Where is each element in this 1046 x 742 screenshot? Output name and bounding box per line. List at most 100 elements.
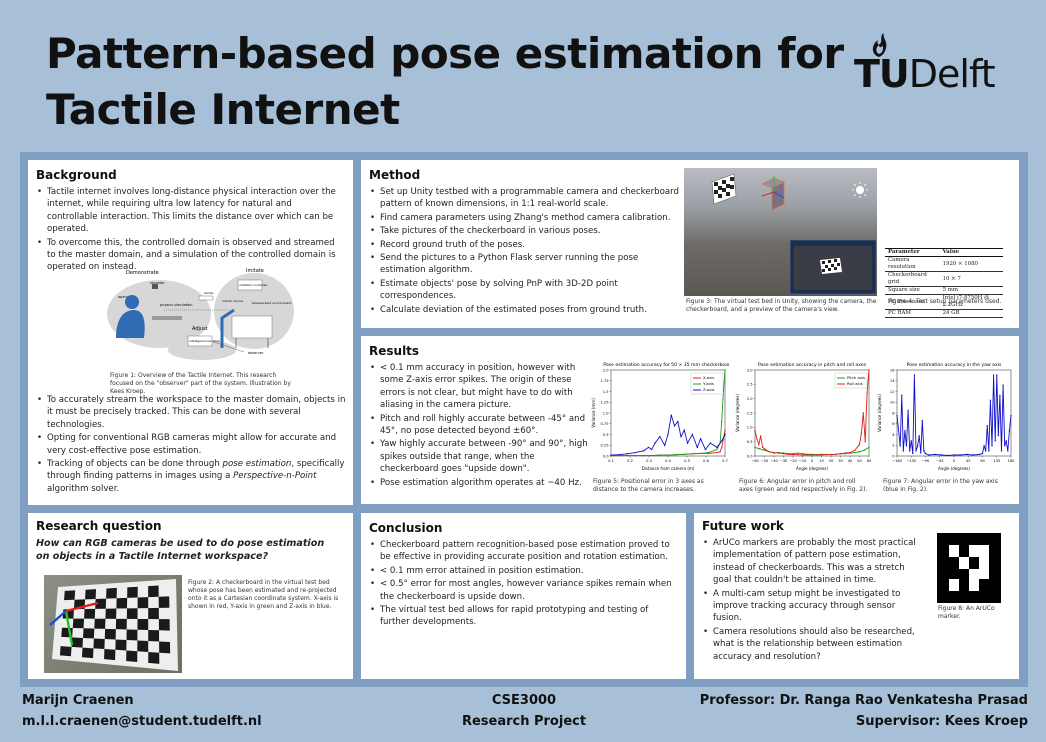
data-point [994, 440, 996, 442]
checker-square [104, 649, 116, 661]
data-point [1007, 450, 1009, 452]
table-header: Parameter [885, 248, 940, 257]
chart-title: Pose estimation accuracy for 50 × 35 mm … [603, 362, 729, 368]
y-tick-label: 0.0 [603, 454, 609, 458]
data-point [908, 450, 911, 452]
data-point [797, 452, 799, 454]
data-point [972, 454, 974, 456]
list-item: < 0.5° error for most angles, however va… [369, 578, 679, 603]
legend-label: Pitch axis [847, 375, 865, 380]
x-tick-label: 0.1 [608, 459, 614, 463]
data-point [683, 429, 685, 431]
background-bullets-top: Tactile internet involves long-distance … [36, 186, 345, 274]
list-item: Opting for conventional RGB cameras migh… [36, 432, 346, 457]
data-point [724, 369, 726, 371]
data-point [721, 440, 723, 442]
aruco-marker-image [937, 533, 1001, 603]
data-point [634, 454, 637, 457]
y-tick-label: 1.5 [603, 390, 609, 394]
y-tick-label: 14 [890, 379, 895, 383]
data-point [811, 454, 813, 456]
data-point [704, 448, 707, 451]
data-point [913, 374, 916, 376]
conclusion-heading: Conclusion [369, 521, 443, 535]
list-item: Estimate objects' pose by solving PnP wi… [369, 278, 679, 303]
data-point [864, 440, 866, 443]
data-point [1000, 450, 1003, 452]
x-tick-label: 10 [819, 459, 824, 463]
data-point [959, 454, 962, 456]
checker-square [148, 651, 160, 664]
x-tick-label: −180 [892, 459, 903, 463]
checker-square [94, 618, 106, 629]
data-point [719, 451, 721, 453]
data-point [634, 451, 637, 454]
list-item: The virtual test bed allows for rapid pr… [369, 604, 679, 629]
data-point [721, 446, 723, 449]
figure6-caption: Figure 6: Angular error in pitch and rol… [739, 478, 868, 493]
x-tick-label: 50 [857, 459, 862, 463]
checker-square [159, 641, 171, 654]
checkerboard-image [44, 575, 182, 673]
data-point [1008, 430, 1011, 432]
checker-square [115, 618, 127, 630]
data-point [916, 445, 919, 447]
data-point [921, 419, 924, 422]
checker-square [126, 650, 138, 662]
checker-square [148, 585, 159, 598]
y-tick-label: 12 [890, 390, 895, 394]
x-tick-label: −90 [922, 459, 930, 463]
y-tick-label: 0.25 [600, 444, 608, 448]
data-point [691, 433, 694, 436]
y-tick-label: 2.0 [747, 397, 753, 401]
checker-square [148, 607, 159, 620]
x-tick-label: −40 [770, 459, 778, 463]
checker-square [64, 590, 76, 601]
background-bullets-bottom: To accurately stream the workspace to th… [36, 394, 346, 496]
checker-square [106, 587, 117, 599]
figure2-caption: Figure 2: A checkerboard in the virtual … [188, 579, 339, 610]
data-point [647, 446, 650, 449]
data-point [996, 374, 998, 376]
data-point [758, 443, 760, 446]
x-tick-label: 60 [867, 459, 872, 463]
data-point [724, 429, 726, 431]
data-point [716, 451, 718, 454]
method-panel: Method Set up Unity testbed with a progr… [361, 160, 1019, 328]
data-point [773, 451, 775, 454]
data-point [1003, 445, 1006, 447]
table-cell: Square size [885, 286, 940, 295]
poster-title: Pattern-based pose estimation for Tactil… [46, 26, 846, 138]
data-point [761, 446, 764, 449]
background-heading: Background [36, 168, 117, 182]
data-point [868, 369, 870, 371]
data-point [984, 450, 987, 452]
checker-square [148, 630, 160, 642]
checker-square [104, 628, 116, 640]
y-tick-label: 4 [892, 433, 895, 437]
x-tick-label: 0.7 [722, 459, 728, 463]
figure3-caption: Figure 3: The virtual test bed in Unity,… [686, 298, 877, 313]
y-tick-label: 0.5 [747, 440, 753, 444]
checker-square [72, 618, 85, 629]
data-point [716, 446, 718, 449]
data-point [953, 454, 955, 456]
list-item: To accurately stream the workspace to th… [36, 394, 346, 431]
x-tick-label: −135 [906, 459, 916, 463]
data-point [924, 452, 927, 455]
data-point [787, 453, 789, 455]
data-point [642, 450, 645, 452]
text-span: algorithm solver. [47, 483, 120, 494]
list-item: Take pictures of the checkerboard in var… [369, 225, 679, 238]
data-point [997, 435, 1000, 437]
data-point [667, 454, 669, 456]
y-tick-label: 1.5 [747, 411, 753, 415]
list-item: Pitch and roll highly accurate between -… [369, 413, 589, 438]
data-point [920, 452, 922, 454]
research-question-panel: Research question How can RGB cameras be… [28, 513, 353, 679]
table-cell: PC RAM [885, 309, 940, 318]
data-point [965, 453, 968, 456]
data-point [756, 438, 758, 440]
